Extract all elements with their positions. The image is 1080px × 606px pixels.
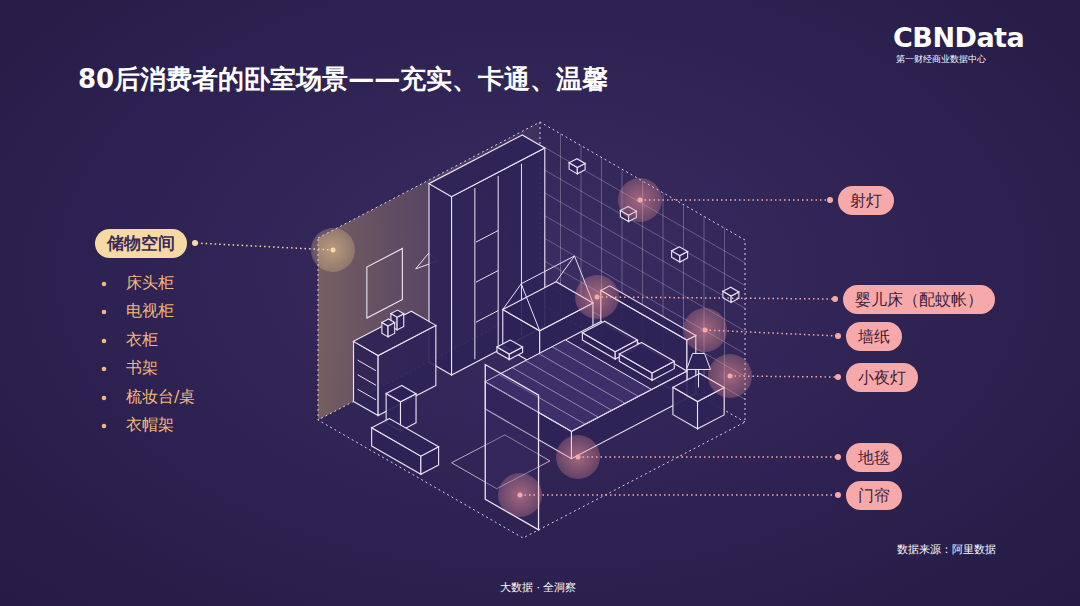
category-pill: 储物空间 — [95, 229, 187, 258]
leader-line — [578, 456, 838, 458]
wardrobe-door — [498, 176, 499, 347]
callout-circle — [618, 178, 662, 222]
leader-dot — [595, 295, 600, 300]
feature-pill: 墙纸 — [846, 322, 902, 351]
logo-subtitle: 第一财经商业数据中心 — [896, 53, 986, 66]
leader-dot — [835, 454, 841, 460]
leader-line — [705, 330, 838, 336]
title: 80后消费者的卧室场景——充实、卡通、温馨 — [78, 62, 608, 97]
tv-stand — [372, 419, 439, 457]
leader-dot — [518, 493, 523, 498]
bullet — [102, 310, 107, 315]
quilt-pattern — [539, 354, 625, 404]
wardrobe-shelf — [476, 231, 498, 243]
leader-dot — [832, 296, 838, 302]
leader-line — [195, 243, 333, 250]
leader-dot — [835, 492, 841, 498]
pill-text: 储物空间 — [107, 233, 175, 254]
mirror — [367, 249, 403, 319]
callout-circle — [708, 354, 752, 398]
feature-pill: 婴儿床（配蚊帐） — [843, 285, 995, 314]
pill-text: 地毯 — [858, 447, 890, 468]
room-outline — [318, 122, 745, 538]
spotlight — [723, 287, 739, 296]
lamp-stand — [698, 369, 699, 387]
list-item: 梳妆台/桌 — [126, 387, 195, 408]
list-item: 电视柜 — [126, 301, 174, 322]
callout-circle — [498, 473, 542, 517]
wardrobe — [429, 135, 545, 197]
list-item: 床头柜 — [126, 273, 174, 294]
pill-text: 射灯 — [850, 190, 882, 211]
wardrobe-shelf — [476, 311, 498, 323]
callout-circle — [683, 308, 727, 352]
pillow — [582, 321, 637, 351]
bottle — [391, 310, 404, 317]
logo: CBNData — [893, 22, 1024, 53]
wardrobe-shelf — [476, 271, 498, 283]
pill-text: 门帘 — [858, 485, 890, 506]
spotlight — [569, 159, 585, 168]
bullet — [102, 339, 107, 344]
leader-line — [640, 199, 830, 201]
dressing-table — [354, 311, 436, 355]
list-item: 衣帽架 — [126, 415, 174, 436]
pill-text: 婴儿床（配蚊帐） — [855, 289, 983, 310]
side-table — [497, 340, 523, 354]
crib-roof — [503, 284, 521, 310]
leader-dot — [703, 328, 708, 333]
leader-line — [730, 376, 838, 377]
leader-dot — [827, 197, 833, 203]
bullet — [102, 282, 107, 287]
bullet — [102, 424, 107, 429]
stool — [386, 385, 416, 401]
list-item: 衣柜 — [126, 330, 158, 351]
bullet — [102, 396, 107, 401]
pill-text: 小夜灯 — [858, 367, 906, 388]
leader-dot — [576, 455, 581, 460]
drawer-line — [358, 375, 376, 386]
leader-dot — [638, 198, 643, 203]
pill-text: 墙纸 — [858, 326, 890, 347]
feature-pill: 门帘 — [846, 481, 902, 510]
wardrobe-door — [474, 188, 475, 359]
pillow — [619, 342, 674, 372]
callout-circle — [311, 228, 355, 272]
leader-line — [597, 297, 835, 299]
callout-circle — [575, 275, 619, 319]
feature-pill: 射灯 — [838, 186, 894, 215]
callout-circle — [556, 435, 600, 479]
spotlight — [672, 247, 688, 256]
leader-dot — [835, 333, 841, 339]
leader-dot — [192, 240, 198, 246]
list-item: 书架 — [126, 358, 158, 379]
source-note: 数据来源：阿里数据 — [897, 542, 996, 557]
feature-pill: 地毯 — [846, 443, 902, 472]
drawer-line — [358, 360, 376, 371]
wallpaper-grid — [540, 168, 745, 286]
leader-dot — [728, 374, 733, 379]
bottle — [382, 319, 395, 326]
crib-roof — [521, 284, 539, 331]
crib-roof — [556, 256, 574, 282]
drawer-line — [358, 389, 376, 400]
quilt-pattern — [552, 347, 638, 397]
footer-slogan: 大数据 · 全洞察 — [500, 580, 577, 595]
leader-line — [520, 494, 838, 496]
crib-roof — [521, 256, 574, 284]
leader-dot — [331, 248, 336, 253]
night-lamp — [687, 353, 711, 369]
leader-dot — [835, 374, 841, 380]
bullet — [102, 367, 107, 372]
wallpaper-grid — [540, 145, 745, 263]
feature-pill: 小夜灯 — [846, 363, 918, 392]
